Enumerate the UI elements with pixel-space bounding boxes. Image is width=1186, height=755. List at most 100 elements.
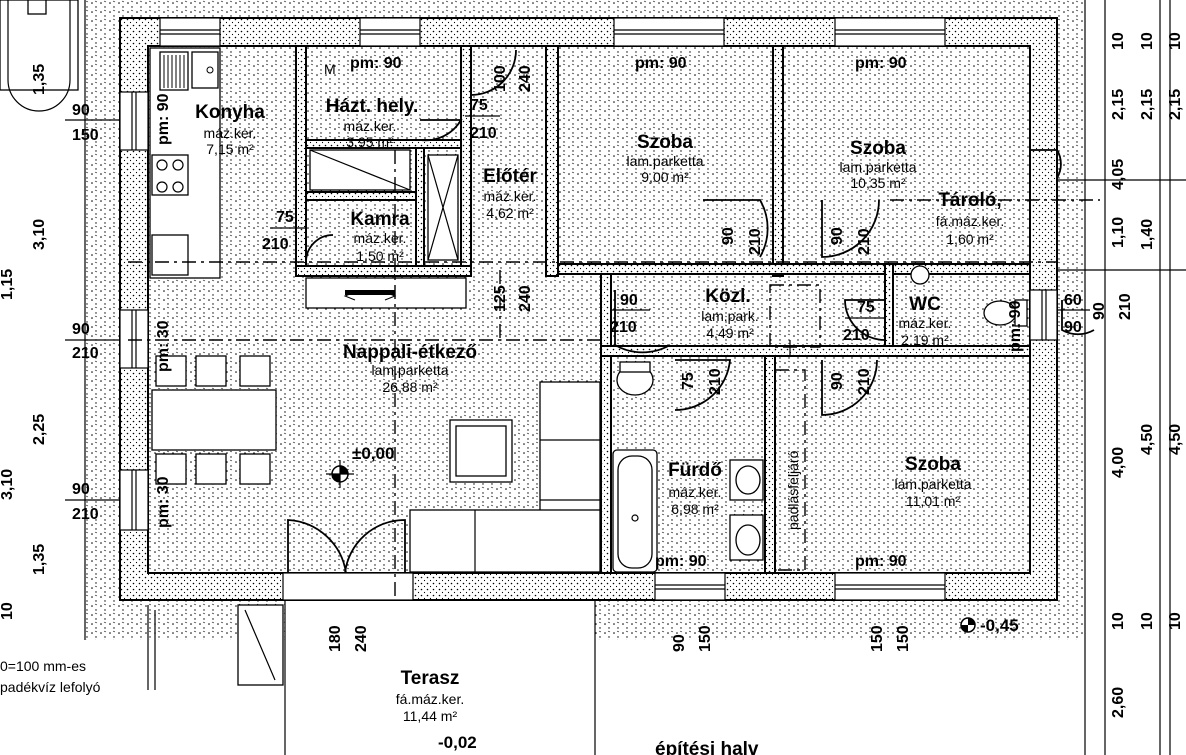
pm-label: pm: 90 bbox=[855, 553, 907, 570]
kamra-area: 1,50 m² bbox=[356, 248, 404, 264]
dim-label: 10 bbox=[1139, 32, 1156, 50]
dim-label: 210 bbox=[470, 125, 497, 142]
dim-label: 150 bbox=[869, 625, 886, 652]
dim-label: 10 bbox=[1139, 612, 1156, 630]
dim-label: 210 bbox=[747, 228, 764, 255]
dim-label: 90 bbox=[829, 227, 846, 245]
attic-hatch bbox=[769, 284, 821, 571]
dim-label: 2,25 bbox=[31, 414, 48, 445]
level-markers: ±0,00 -0,45 -0,02 padlásfeljáró 0=100 mm… bbox=[0, 444, 1019, 755]
hazt-finish: máz.ker. bbox=[344, 118, 397, 134]
wc-finish: máz.ker. bbox=[899, 315, 952, 331]
dim-label: 3,10 bbox=[31, 219, 48, 250]
dim-label: 90 bbox=[671, 634, 688, 652]
dim-label: 210 bbox=[856, 368, 873, 395]
dim-label: 210 bbox=[843, 327, 870, 344]
dim-label: 10 bbox=[1167, 32, 1184, 50]
dim-label: 10 bbox=[0, 602, 16, 620]
dim-label: 90 bbox=[620, 292, 638, 309]
corner-fixture bbox=[0, 0, 79, 112]
dim-label: 10 bbox=[1110, 612, 1127, 630]
note-line-1: 0=100 mm-es bbox=[0, 658, 86, 674]
dim-label: 210 bbox=[1117, 293, 1134, 320]
exterior-walls bbox=[119, 17, 1058, 601]
pm-label: pm: 90 bbox=[350, 55, 402, 72]
dim-label: 2,15 bbox=[1167, 89, 1184, 120]
dim-label: 210 bbox=[72, 506, 99, 523]
meter-label: M bbox=[324, 61, 336, 77]
dim-label: 150 bbox=[72, 127, 99, 144]
dim-label: 2,15 bbox=[1110, 89, 1127, 120]
hazt-name: Házt. hely. bbox=[326, 96, 419, 117]
terasz-area: 11,44 m² bbox=[403, 708, 458, 724]
dim-label: 75 bbox=[680, 372, 697, 390]
bath-fixtures bbox=[612, 265, 1028, 573]
szoba2-finish: lam.parketta bbox=[839, 159, 916, 175]
szoba1-name: Szoba bbox=[637, 132, 693, 153]
sofa-set bbox=[409, 381, 601, 573]
konyha-area: 7,15 m² bbox=[206, 141, 254, 157]
tarolo-finish: fá.máz.ker. bbox=[936, 213, 1004, 229]
right-extension bbox=[1057, 0, 1186, 755]
dim-label: 4,50 bbox=[1139, 424, 1156, 455]
dim-label: 100 bbox=[492, 65, 509, 92]
dim-label: 210 bbox=[856, 228, 873, 255]
kozl-name: Közl. bbox=[705, 286, 750, 307]
dim-label: 4,05 bbox=[1110, 159, 1127, 190]
level-zero: ±0,00 bbox=[352, 444, 394, 463]
kozl-area: 4,49 m² bbox=[706, 325, 754, 341]
pm-label: pm: 90 bbox=[635, 55, 687, 72]
nappali-area: 26,88 m² bbox=[382, 379, 438, 395]
terasz-name: Terasz bbox=[401, 668, 460, 689]
dim-label: 1,15 bbox=[0, 269, 16, 300]
section-lines bbox=[128, 150, 1100, 600]
doors bbox=[287, 49, 1095, 574]
dining-set bbox=[151, 355, 277, 485]
hazt-area: 3,95 m² bbox=[346, 134, 394, 150]
furdo-area: 6,98 m² bbox=[671, 501, 719, 517]
kamra-name: Kamra bbox=[350, 209, 410, 230]
dim-label: 210 bbox=[610, 319, 637, 336]
terasz-finish: fá.máz.ker. bbox=[396, 691, 464, 707]
eloter-area: 4,62 m² bbox=[486, 205, 534, 221]
dim-label: 75 bbox=[276, 209, 294, 226]
dim-label: 60 bbox=[1064, 292, 1082, 309]
pm-label: pm: 30 bbox=[155, 320, 172, 372]
dim-label: 90 bbox=[72, 321, 90, 338]
note-line-2: padékvíz lefolyó bbox=[0, 679, 101, 695]
dim-label: 240 bbox=[517, 65, 534, 92]
szoba3-area: 11,01 m² bbox=[906, 493, 961, 509]
dim-label: 3,10 bbox=[0, 469, 16, 500]
dim-label: 1,10 bbox=[1110, 217, 1127, 248]
dim-label: 4,00 bbox=[1110, 447, 1127, 478]
dimension-labels: 90 150 90 210 90 210 75 210 75 210 90 21… bbox=[0, 32, 1184, 718]
kitchen-units bbox=[149, 47, 221, 279]
level-minus-002: -0,02 bbox=[438, 733, 477, 752]
szoba1-area: 9,00 m² bbox=[641, 169, 689, 185]
tarolo-name: Tároló, bbox=[938, 190, 1001, 211]
dim-label: 240 bbox=[353, 625, 370, 652]
cut-off-text: építési halv bbox=[655, 739, 759, 755]
dim-label: 1,35 bbox=[31, 64, 48, 95]
pm-label: pm: 90 bbox=[655, 553, 707, 570]
dim-label: 75 bbox=[470, 97, 488, 114]
pm-label: pm: 30 bbox=[155, 476, 172, 528]
terrace bbox=[147, 600, 596, 755]
szoba3-finish: lam.parketta bbox=[894, 476, 971, 492]
konyha-finish: máz.ker. bbox=[204, 125, 257, 141]
dim-label: 90 bbox=[1091, 302, 1108, 320]
pm-label: pm: 90 bbox=[855, 55, 907, 72]
pm-label: pm: 90 bbox=[155, 93, 172, 145]
dim-label: 180 bbox=[327, 625, 344, 652]
szoba1-finish: lam.parketta bbox=[626, 153, 703, 169]
dim-label: 2,15 bbox=[1139, 89, 1156, 120]
szoba2-name: Szoba bbox=[850, 138, 906, 159]
dim-label: 210 bbox=[72, 345, 99, 362]
dim-label: 10 bbox=[1110, 32, 1127, 50]
dim-label: 90 bbox=[720, 227, 737, 245]
dim-label: 90 bbox=[1064, 319, 1082, 336]
dim-label: 4,50 bbox=[1167, 424, 1184, 455]
room-labels: Konyha máz.ker. 7,15 m² Házt. hely. máz.… bbox=[195, 96, 1004, 724]
dim-label: 125 bbox=[492, 285, 509, 312]
